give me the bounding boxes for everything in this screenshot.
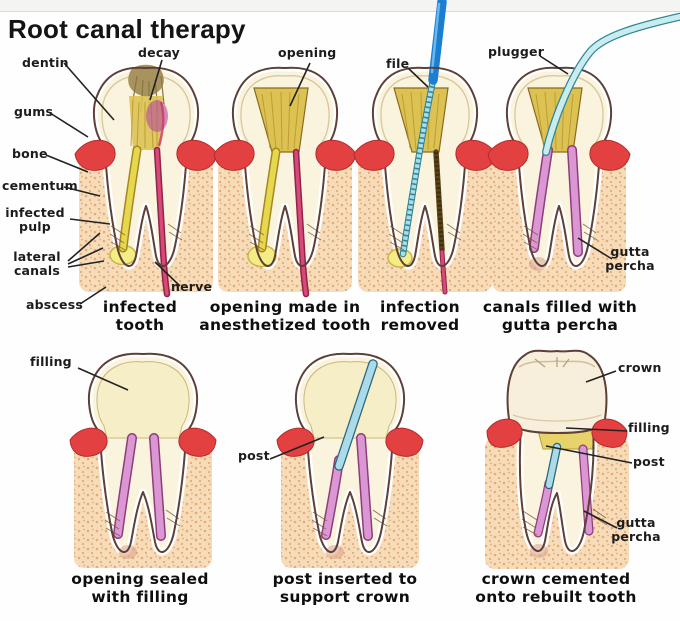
healing-spot [326, 545, 344, 559]
label-bone: bone [12, 146, 48, 161]
tooth-illustration-file [353, 0, 497, 295]
tooth-illustration-plugger [487, 12, 680, 292]
gutta-percha-canals [113, 433, 166, 541]
healing-spot [119, 545, 137, 559]
tooth-illustration-filling [69, 350, 217, 568]
label-nerve: nerve [171, 279, 213, 294]
label-infected-pulp: infected pulp [5, 205, 65, 235]
tooth-illustration-post [276, 350, 424, 568]
label-abscess: abscess [26, 297, 83, 312]
caption-crown-cemented: crown cemented onto rebuilt tooth [475, 570, 637, 606]
label-gums: gums [14, 104, 54, 119]
label-plugger: plugger [488, 44, 545, 59]
label-filling-2: filling [628, 420, 670, 435]
page-title: Root canal therapy [8, 14, 246, 44]
filling [303, 361, 397, 439]
panel-opening-sealed [68, 348, 218, 576]
post [334, 359, 378, 471]
label-opening: opening [278, 45, 337, 60]
gums [69, 427, 217, 457]
panel-infected-tooth [74, 58, 218, 298]
gutta-percha-canals [529, 145, 583, 257]
label-post: post [238, 448, 270, 463]
filling [96, 361, 190, 439]
tooth-illustration-opening [213, 64, 357, 298]
caption-post-inserted: post inserted to support crown [272, 570, 418, 606]
panel-opening-made [213, 58, 357, 298]
caption-infected-tooth: infected tooth [102, 298, 178, 334]
crown-cap [506, 349, 608, 434]
label-file: file [386, 56, 410, 71]
caption-canals-filled: canals filled with gutta percha [482, 298, 638, 334]
plugger-instrument [542, 12, 680, 156]
caption-opening-sealed: opening sealed with filling [71, 570, 209, 606]
panel-canals-filled [487, 12, 680, 298]
label-lateral-canals: lateral canals [13, 249, 61, 279]
root-canals [257, 147, 310, 298]
top-strip [0, 0, 680, 12]
panel-infection-removed [353, 0, 497, 298]
label-cementum: cementum [2, 178, 78, 193]
tooth-illustration-infected [74, 64, 218, 298]
caption-opening-made: opening made in anesthetized tooth [199, 298, 371, 334]
tooth-illustration-crown [485, 349, 629, 569]
gums [213, 139, 357, 171]
gums [486, 418, 628, 448]
infected-pulp-chamber [129, 96, 168, 150]
label-crown: crown [618, 360, 662, 375]
root-canals [433, 149, 448, 295]
gums [353, 139, 497, 171]
panel-post-inserted [275, 348, 425, 576]
label-gutta-percha-2: gutta percha [611, 515, 661, 545]
panel-crown-cemented [475, 345, 640, 580]
label-post-2: post [633, 454, 665, 469]
caption-infection-removed: infection removed [380, 298, 460, 334]
label-gutta-percha: gutta percha [605, 244, 655, 274]
label-dentin: dentin [22, 55, 69, 70]
label-filling: filling [30, 354, 72, 369]
gums [487, 139, 631, 171]
label-decay: decay [138, 45, 181, 60]
